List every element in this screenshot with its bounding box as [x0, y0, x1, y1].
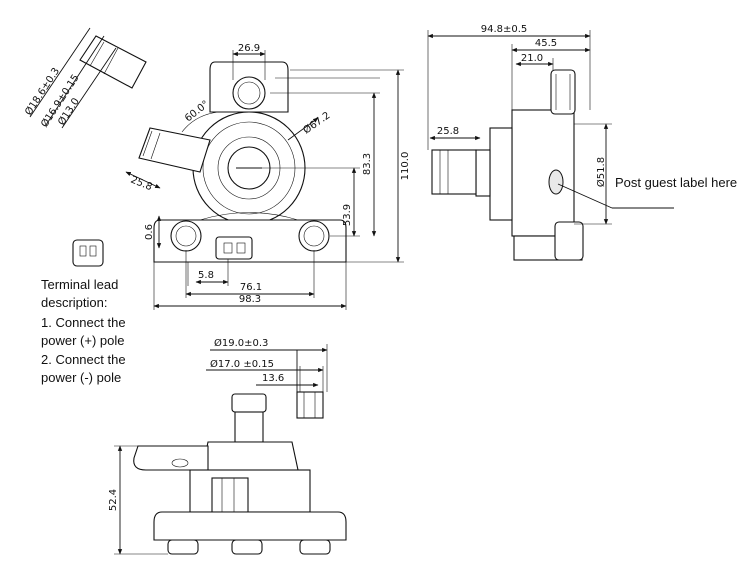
pipe-section — [296, 391, 324, 419]
side-view: 94.8±0.5 45.5 21.0 25.8 Ø51.8 Post guest… — [427, 24, 737, 261]
dim-offset: 0.6 — [144, 224, 155, 240]
dim-d19: Ø19.0±0.3 — [214, 337, 268, 349]
side-body — [511, 109, 575, 237]
front-view: 26.9 110.0 83.3 53.9 Ø67.2 60.0° 25.8 0.… — [22, 27, 411, 310]
connector — [215, 236, 253, 260]
bottom-view: Ø19.0±0.3 Ø17.0 ±0.15 13.6 52.4 — [108, 337, 347, 555]
bottom-housing — [201, 441, 299, 471]
dim-base-width: 98.3 — [239, 294, 261, 305]
terminal-item1-line2: power (+) pole — [41, 333, 124, 348]
terminal-title-line2: description: — [41, 295, 107, 310]
terminal-item2-line1: 2. Connect the — [41, 352, 126, 367]
dim-outlet-len: 25.8 — [129, 175, 154, 194]
dim-height-53: 53.9 — [342, 204, 353, 226]
bottom-base — [153, 511, 347, 541]
dim-angle: 60.0° — [183, 99, 211, 124]
dim-mount-spacing: 76.1 — [240, 282, 262, 293]
dim-inlet-len: 25.8 — [437, 126, 459, 137]
side-flange — [489, 127, 513, 221]
dim-length-21: 21.0 — [521, 53, 543, 64]
pipe-detail — [79, 35, 147, 89]
label-note: Post guest label here — [615, 175, 737, 190]
outlet-pipe — [138, 127, 211, 173]
side-inlet — [431, 149, 477, 195]
dim-diameter-body: Ø67.2 — [301, 109, 333, 136]
bottom-side-pipe — [133, 445, 209, 471]
terminal-connector-icon — [72, 239, 104, 267]
dim-len-13: 13.6 — [262, 373, 284, 384]
right-bolt-hole — [298, 220, 330, 252]
bottom-nozzle — [231, 393, 267, 413]
dim-height-52: 52.4 — [108, 489, 119, 511]
dim-connector-width: 5.8 — [198, 270, 214, 281]
dim-top-width: 26.9 — [238, 43, 260, 54]
left-bolt-hole — [170, 220, 202, 252]
side-top-boss — [550, 69, 576, 115]
terminal-item2-line2: power (-) pole — [41, 370, 121, 385]
dim-length-45: 45.5 — [535, 38, 557, 49]
bottom-body — [189, 469, 311, 513]
top-bolt-hole — [232, 76, 266, 110]
label-mark — [548, 169, 564, 195]
terminal-title-line1: Terminal lead — [41, 277, 118, 292]
dim-d17: Ø17.0 ±0.15 — [210, 358, 274, 370]
dim-height-83: 83.3 — [362, 153, 373, 175]
dim-height-110: 110.0 — [400, 152, 411, 181]
terminal-item1-line1: 1. Connect the — [41, 315, 126, 330]
dim-total-length: 94.8±0.5 — [481, 24, 528, 35]
dim-diameter-51: Ø51.8 — [595, 157, 607, 187]
